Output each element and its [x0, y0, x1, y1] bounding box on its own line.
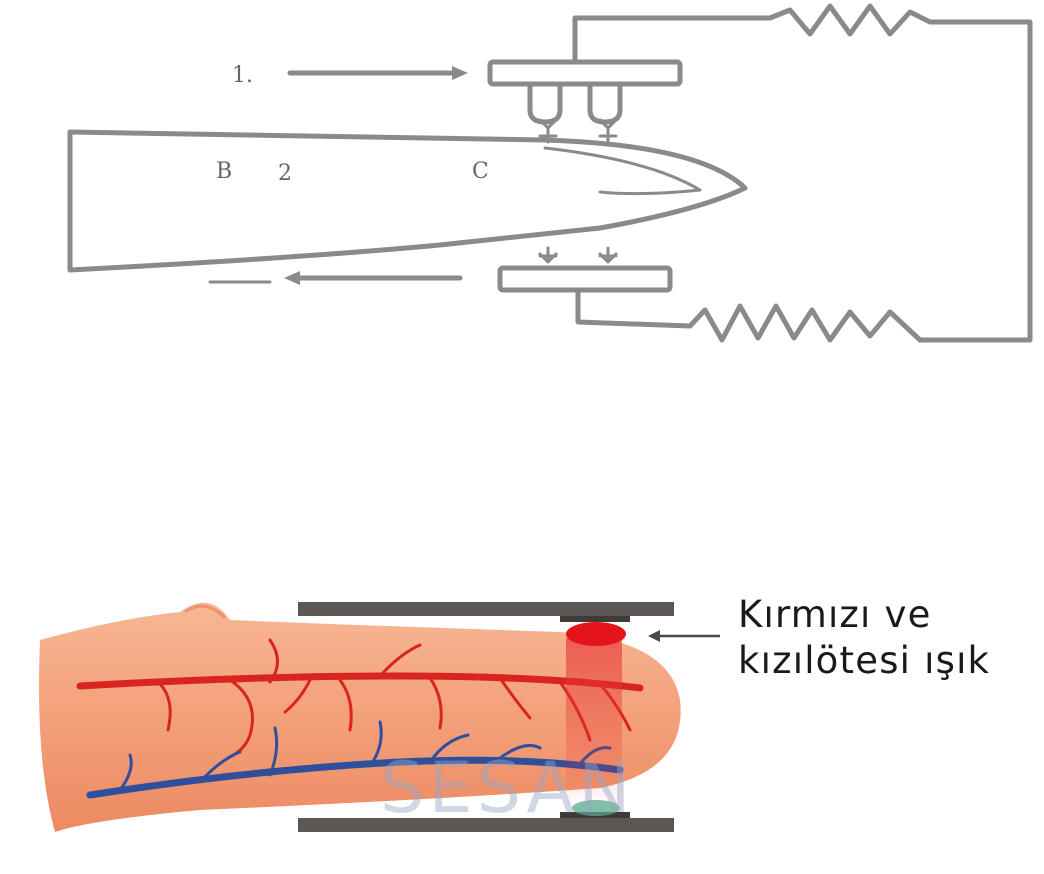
label-2: 2 [278, 161, 292, 186]
finger-outline [70, 132, 745, 270]
bottom-wire-with-resistor [578, 290, 920, 340]
lamp-1 [530, 84, 560, 122]
bottom-detector-bar [500, 268, 670, 290]
schematic-diagram [70, 6, 1030, 340]
lamp-2 [590, 84, 620, 122]
watermark-text: SESAN [380, 747, 635, 829]
label-1: 1. [232, 63, 253, 88]
light-label-line-1: Kırmızı ve [738, 592, 990, 638]
red-emitter [566, 622, 626, 646]
label-b: B [216, 159, 232, 184]
arrow-head-1 [452, 66, 468, 80]
light-source-label: Kırmızı ve kızılötesi ışık [738, 592, 990, 684]
arrow-head-2 [284, 271, 300, 285]
label-c: C [472, 159, 489, 184]
pulse-oximeter-illustration: SESAN [39, 602, 720, 832]
top-clamp [298, 602, 674, 616]
pointer-arrow-head [648, 630, 660, 642]
emitter-housing [560, 616, 630, 622]
light-label-line-2: kızılötesi ışık [738, 638, 990, 684]
top-emitter-bar [490, 62, 680, 84]
bottom-sensor-marks [540, 248, 616, 262]
